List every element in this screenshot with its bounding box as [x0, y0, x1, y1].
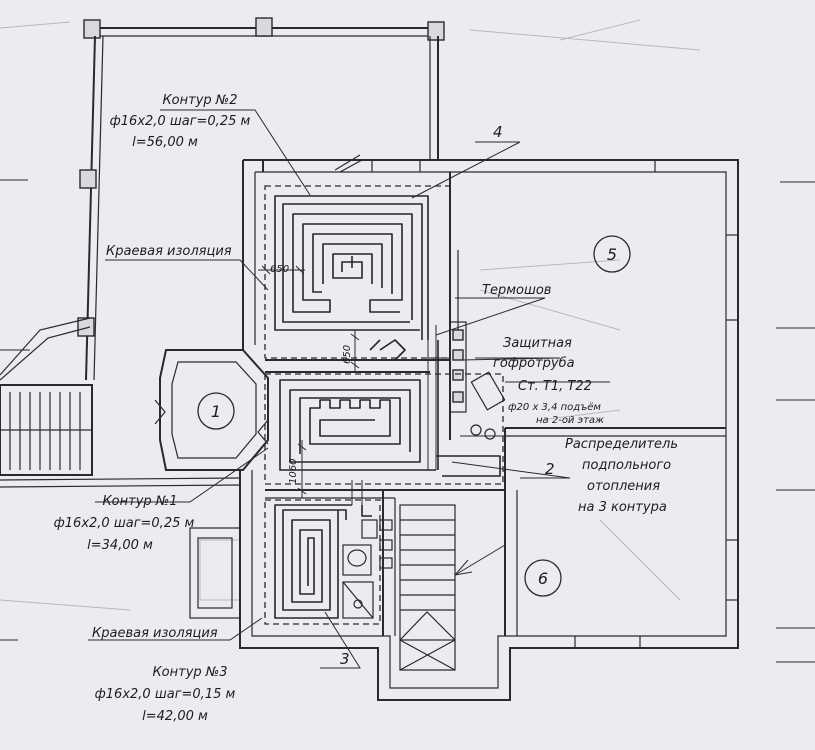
contour-1-spec: ф16х2,0 шаг=0,25 м — [54, 516, 195, 531]
manifold-label-1: Распределитель — [565, 437, 678, 452]
room-6-circle — [524, 559, 562, 597]
edge-insulation-label-bottom: Краевая изоляция — [92, 626, 218, 641]
callout-4: 4 — [493, 123, 503, 141]
callout-3: 3 — [340, 650, 350, 668]
manifold-label-4: на 3 контура — [578, 500, 667, 515]
contour-2-length: l=56,00 м — [132, 135, 198, 150]
room-5-circle — [593, 235, 631, 273]
thermal-seam-label: Термошов — [482, 283, 551, 298]
contour-1-pipe — [279, 339, 501, 477]
house-walls — [239, 154, 739, 701]
lower-left-room — [189, 527, 241, 619]
protective-conduit-label-2: гофротруба — [493, 356, 575, 371]
contour-2-spec: ф16х2,0 шаг=0,25 м — [110, 114, 251, 129]
room-6-number: 6 — [538, 569, 548, 588]
room-5-number: 5 — [607, 245, 617, 264]
staircase — [399, 504, 506, 671]
leader-lines — [88, 109, 690, 669]
protective-conduit-label-1: Защитная — [503, 336, 572, 351]
contour-1-title: Контур №1 — [102, 494, 177, 509]
pipe-note-1: ф20 х 3,4 подъём — [508, 402, 601, 413]
dimension-650-vertical: 650 — [342, 345, 353, 364]
room-1-circle — [197, 392, 235, 430]
room-1-number: 1 — [211, 402, 221, 421]
room-markers: 1 5 6 — [197, 235, 631, 597]
contour-1-length: l=34,00 м — [87, 538, 153, 553]
dimension-1060: 1060 — [288, 459, 299, 484]
callout-2: 2 — [545, 460, 555, 478]
manifold-label-2: подпольного — [582, 458, 671, 473]
dimension-650-horizontal: 650 — [270, 264, 289, 275]
dimension-lines — [258, 265, 360, 498]
heated-zones — [264, 185, 504, 625]
left-stairs — [0, 317, 241, 488]
contour-3-title: Контур №3 — [152, 665, 227, 680]
manifold-cabinet — [449, 321, 506, 440]
edge-insulation-label-top: Краевая изоляция — [106, 244, 232, 259]
manifold-label-3: отопления — [587, 479, 660, 494]
contour-2-pipe — [274, 195, 429, 340]
pipe-note-2: на 2-ой этаж — [536, 415, 604, 426]
terrace — [77, 17, 445, 381]
contour-3-pipe — [274, 504, 372, 619]
riser-label: Ст. Т1, Т22 — [518, 379, 592, 394]
contour-3-spec: ф16х2,0 шаг=0,15 м — [95, 687, 236, 702]
margin-ticks — [0, 179, 815, 663]
contour-2-title: Контур №2 — [162, 93, 237, 108]
contour-3-length: l=42,00 м — [142, 709, 208, 724]
bathroom-fixtures — [342, 519, 393, 619]
